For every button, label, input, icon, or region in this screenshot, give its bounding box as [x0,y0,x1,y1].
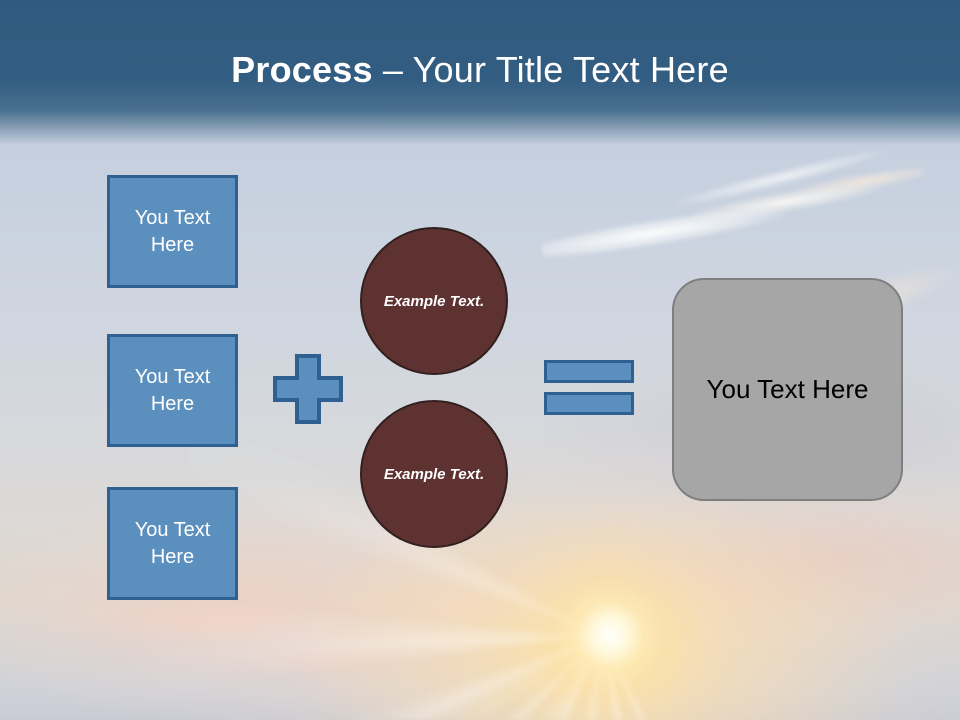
input-box-2-label: You Text Here [134,365,211,415]
equals-icon [544,360,636,416]
plus-icon [272,353,344,425]
example-circle-1[interactable]: Example Text. [360,227,508,375]
result-box[interactable]: You Text Here [672,278,903,501]
example-circle-1-label: Example Text. [383,292,485,310]
plus-icon-svg [273,354,343,424]
page-title-bold: Process [231,49,373,90]
title-band [0,0,960,145]
result-box-label: You Text Here [706,374,869,404]
example-circle-2-label: Example Text. [383,465,485,483]
input-box-3[interactable]: You Text Here [107,487,238,600]
input-box-1[interactable]: You Text Here [107,175,238,288]
example-circle-2[interactable]: Example Text. [360,400,508,548]
page-title: Process – Your Title Text Here [0,48,960,92]
equals-bar-top [544,360,634,383]
equals-bar-bottom [544,392,634,415]
input-box-2[interactable]: You Text Here [107,334,238,447]
page-title-rest: – Your Title Text Here [372,49,729,90]
sun-burst [480,520,740,720]
input-box-3-label: You Text Here [134,518,211,568]
input-box-1-label: You Text Here [134,206,211,256]
